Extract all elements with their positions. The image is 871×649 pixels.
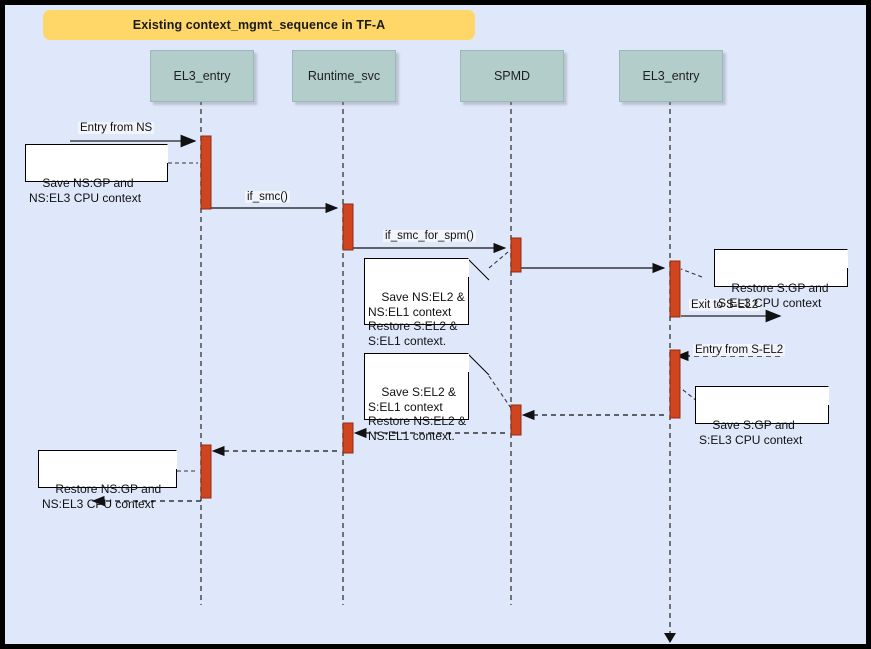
note-fold-corner (810, 386, 829, 405)
diagram-canvas: Existing context_mgmt_sequence in TF-A E… (5, 5, 866, 644)
lifeline-head-spmd[interactable]: SPMD (460, 50, 564, 102)
note-text: Save NS:EL2 & NS:EL1 context Restore S:E… (368, 290, 465, 348)
note-fold-corner (450, 258, 469, 277)
note-save-ns-gp: Save NS:GP and NS:EL3 CPU context (25, 144, 168, 205)
note-save-s-el2: Save S:EL2 & S:EL1 context Restore NS:EL… (364, 353, 469, 443)
note-text: Save S:GP and S:EL3 CPU context (699, 418, 803, 447)
message-label-if-smc-for-spm: if_smc_for_spm() (383, 230, 476, 242)
message-label-entry-from-ns: Entry from NS (78, 122, 155, 134)
message-label-exit-to-s-el2: Exit to S-EL2 (689, 299, 761, 311)
lifeline-head-el3-entry-right[interactable]: EL3_entry (619, 50, 723, 102)
diagram-title: Existing context_mgmt_sequence in TF-A (132, 18, 386, 32)
note-save-s-gp: Save S:GP and S:EL3 CPU context (695, 386, 829, 447)
note-fold-corner (149, 144, 168, 163)
note-fold-corner (829, 249, 848, 268)
lifeline-label: EL3_entry (642, 69, 700, 83)
message-label-if-smc: if_smc() (245, 191, 290, 203)
diagram-title-banner: Existing context_mgmt_sequence in TF-A (43, 10, 475, 40)
message-label-entry-from-s-el2: Entry from S-EL2 (693, 344, 786, 356)
note-restore-s-gp: Restore S:GP and S:EL3 CPU context (714, 249, 848, 310)
note-text: Restore S:GP and S:EL3 CPU context (718, 281, 829, 310)
note-text: Save S:EL2 & S:EL1 context Restore NS:EL… (368, 385, 467, 443)
note-fold-corner (450, 353, 469, 372)
lifeline-terminator-arrow (664, 633, 676, 643)
note-save-ns-el2: Save NS:EL2 & NS:EL1 context Restore S:E… (364, 258, 469, 348)
note-restore-ns-gp: Restore NS:GP and NS:EL3 CPU context (38, 450, 177, 511)
note-text: Restore NS:GP and NS:EL3 CPU context (42, 482, 162, 511)
lifeline-head-el3-entry-left[interactable]: EL3_entry (150, 50, 254, 102)
lifeline-label: Runtime_svc (307, 69, 381, 83)
lifeline-head-runtime-svc[interactable]: Runtime_svc (292, 50, 396, 102)
lifeline-label: SPMD (493, 69, 531, 83)
note-text: Save NS:GP and NS:EL3 CPU context (29, 176, 142, 205)
note-fold-corner (158, 450, 177, 469)
lifeline-label: EL3_entry (173, 69, 231, 83)
